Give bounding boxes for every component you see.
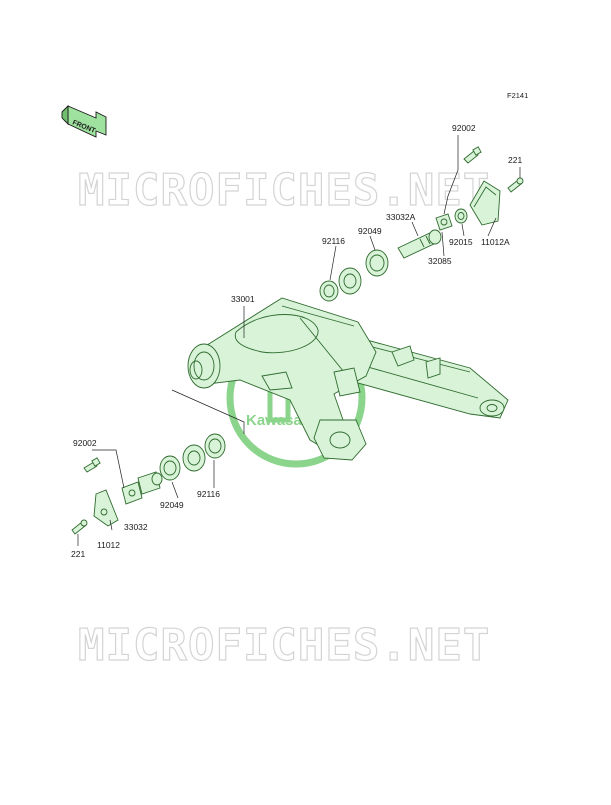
label-221-upper: 221 <box>508 155 522 165</box>
cap-11012A <box>469 180 501 226</box>
front-arrow-icon: FRONT <box>61 104 107 138</box>
label-92015: 92015 <box>449 237 473 247</box>
label-33032: 33032 <box>124 522 148 532</box>
brand-text: Kawasaki <box>246 412 314 429</box>
label-33032A: 33032A <box>386 212 416 222</box>
watermark-top: MICROFICHES.NET <box>78 165 490 216</box>
plate-32085 <box>435 213 453 231</box>
watermark-bottom: MICROFICHES.NET <box>78 620 490 671</box>
label-11012A: 11012A <box>481 237 510 247</box>
label-92116-upper: 92116 <box>322 236 345 246</box>
shaft-33032 <box>137 471 163 495</box>
shaft-33032A <box>397 229 442 259</box>
screw-221-lower <box>71 519 88 535</box>
bearing-92049-lower <box>159 455 181 481</box>
bolt-92002-lower <box>83 457 101 473</box>
label-33001: 33001 <box>231 294 255 304</box>
plate-33032 <box>121 481 143 505</box>
diagram-code: F2141 <box>507 91 528 100</box>
bearing-92049-upper-inner <box>338 267 362 295</box>
seal-92116-upper <box>319 280 339 302</box>
cap-11012 <box>93 489 119 527</box>
bolt-92002-upper <box>463 146 482 164</box>
seal-92116-lower <box>204 433 226 459</box>
label-11012: 11012 <box>97 540 120 550</box>
label-32085: 32085 <box>428 256 452 266</box>
nut-92015 <box>454 208 468 224</box>
swingarm-33001 <box>187 297 509 461</box>
bearing-92049-upper <box>365 249 389 277</box>
label-92049-lower: 92049 <box>160 500 184 510</box>
label-92116-lower: 92116 <box>197 489 220 499</box>
label-221-lower: 221 <box>71 549 85 559</box>
label-92002-upper: 92002 <box>452 123 476 133</box>
label-92002-lower: 92002 <box>73 438 97 448</box>
screw-221-upper <box>507 177 524 193</box>
bearing-92049-lower-inner <box>182 444 206 472</box>
label-92049-upper: 92049 <box>358 226 382 236</box>
leader-lines <box>77 135 521 546</box>
